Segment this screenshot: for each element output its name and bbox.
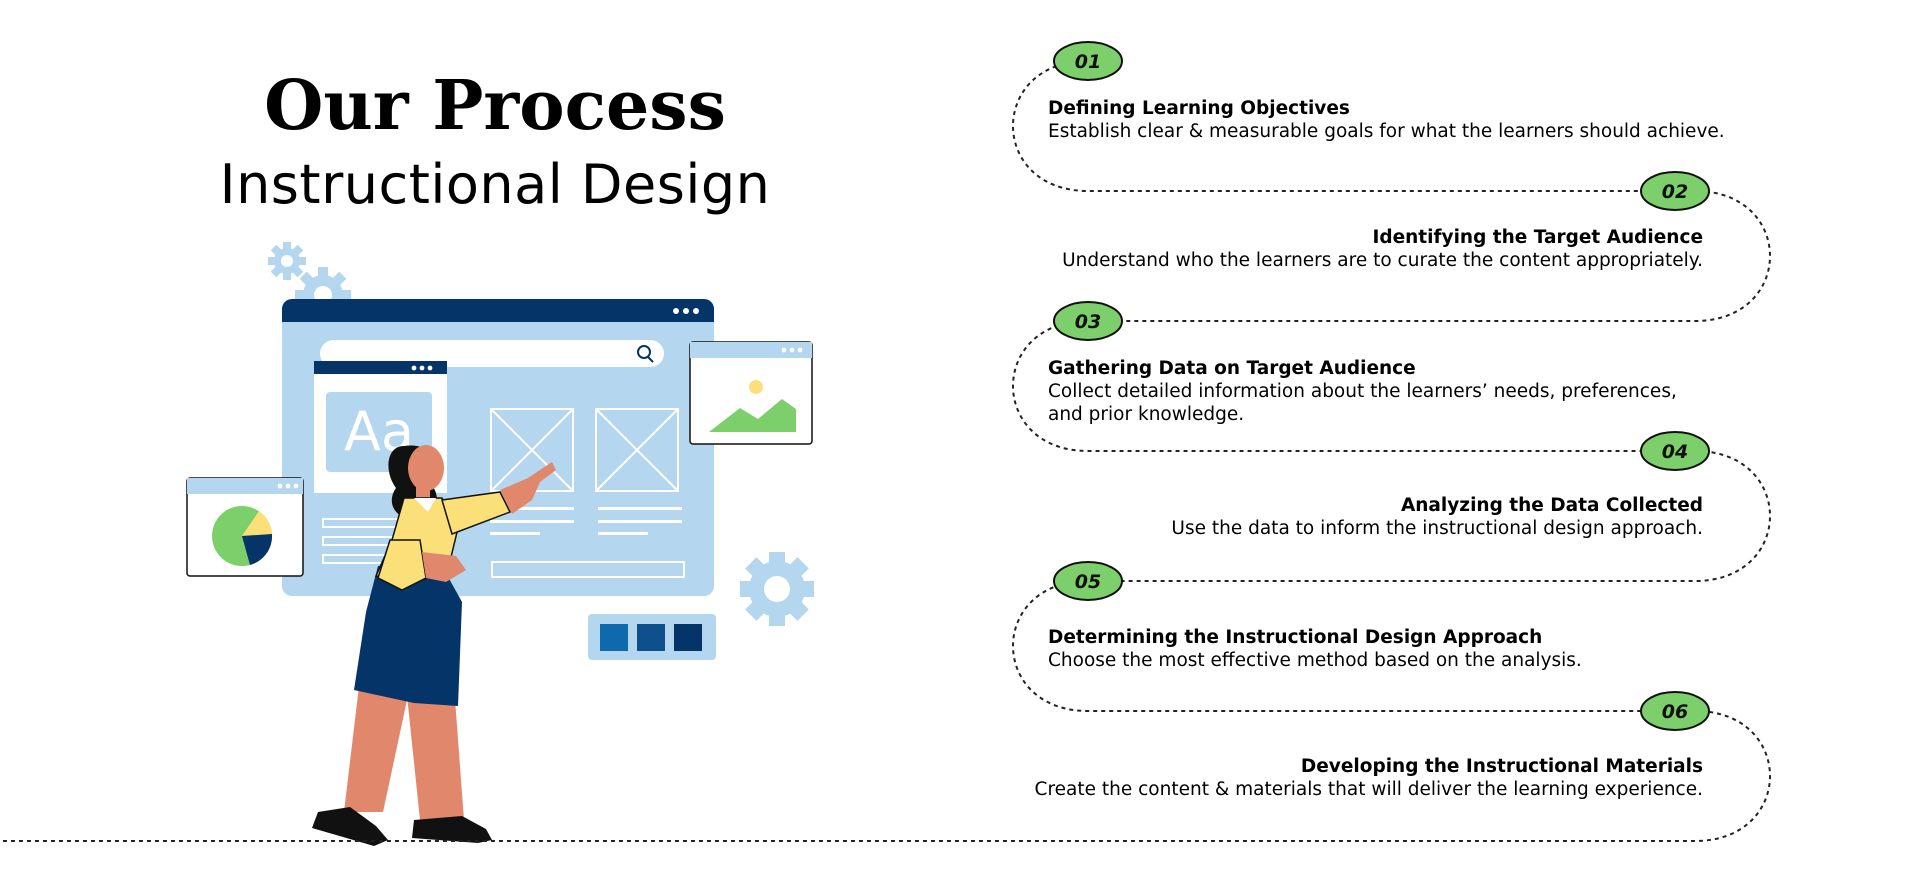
step-badge-4: 04 <box>1640 431 1710 471</box>
step-title: Gathering Data on Target Audience <box>1048 358 1416 379</box>
step-description-line2: and prior knowledge. <box>1048 404 1245 425</box>
step-description: Choose the most effective method based o… <box>1048 650 1582 671</box>
presenter-person-icon <box>312 445 556 846</box>
page-title: Our Process <box>264 66 726 146</box>
step-6: Developing the Instructional Materials C… <box>1035 755 1703 801</box>
step-title: Defining Learning Objectives <box>1048 98 1350 119</box>
step-title: Developing the Instructional Materials <box>1300 756 1703 777</box>
step-title: Identifying the Target Audience <box>1372 227 1703 248</box>
step-badge-6: 06 <box>1640 691 1710 731</box>
pie-chart-icon <box>186 477 304 577</box>
step-5: Determining the Instructional Design App… <box>1048 626 1582 672</box>
step-badge-2: 02 <box>1640 171 1710 211</box>
color-swatches <box>588 614 716 660</box>
image-icon <box>689 341 813 445</box>
step-number: 02 <box>1662 181 1688 203</box>
step-title: Analyzing the Data Collected <box>1400 495 1703 516</box>
page-subtitle: Instructional Design <box>219 153 771 216</box>
gear-icon <box>740 552 814 626</box>
step-title: Determining the Instructional Design App… <box>1048 627 1543 648</box>
step-4: Analyzing the Data Collected Use the dat… <box>1171 494 1703 540</box>
step-2: Identifying the Target Audience Understa… <box>1062 226 1703 272</box>
step-3: Gathering Data on Target Audience Collec… <box>1048 357 1677 426</box>
step-description: Collect detailed information about the l… <box>1048 381 1677 402</box>
step-description: Establish clear & measurable goals for w… <box>1048 121 1725 142</box>
gear-icon <box>268 242 306 280</box>
step-badge-3: 03 <box>1053 301 1123 341</box>
placeholder-image-icon <box>595 408 679 492</box>
step-number: 05 <box>1075 571 1101 593</box>
dashed-connector-path <box>0 60 1771 842</box>
step-1: Defining Learning Objectives Establish c… <box>1048 97 1725 143</box>
step-description: Use the data to inform the instructional… <box>1171 518 1703 539</box>
search-icon <box>637 345 654 363</box>
step-number: 06 <box>1662 701 1688 723</box>
step-badge-1: 01 <box>1053 41 1123 81</box>
step-description: Create the content & materials that will… <box>1034 779 1703 800</box>
step-description: Understand who the learners are to curat… <box>1062 250 1703 271</box>
browser-window: Aa <box>282 299 714 596</box>
step-number: 01 <box>1075 51 1101 73</box>
step-number: 03 <box>1075 311 1101 333</box>
step-badge-5: 05 <box>1053 561 1123 601</box>
step-number: 04 <box>1662 441 1688 463</box>
